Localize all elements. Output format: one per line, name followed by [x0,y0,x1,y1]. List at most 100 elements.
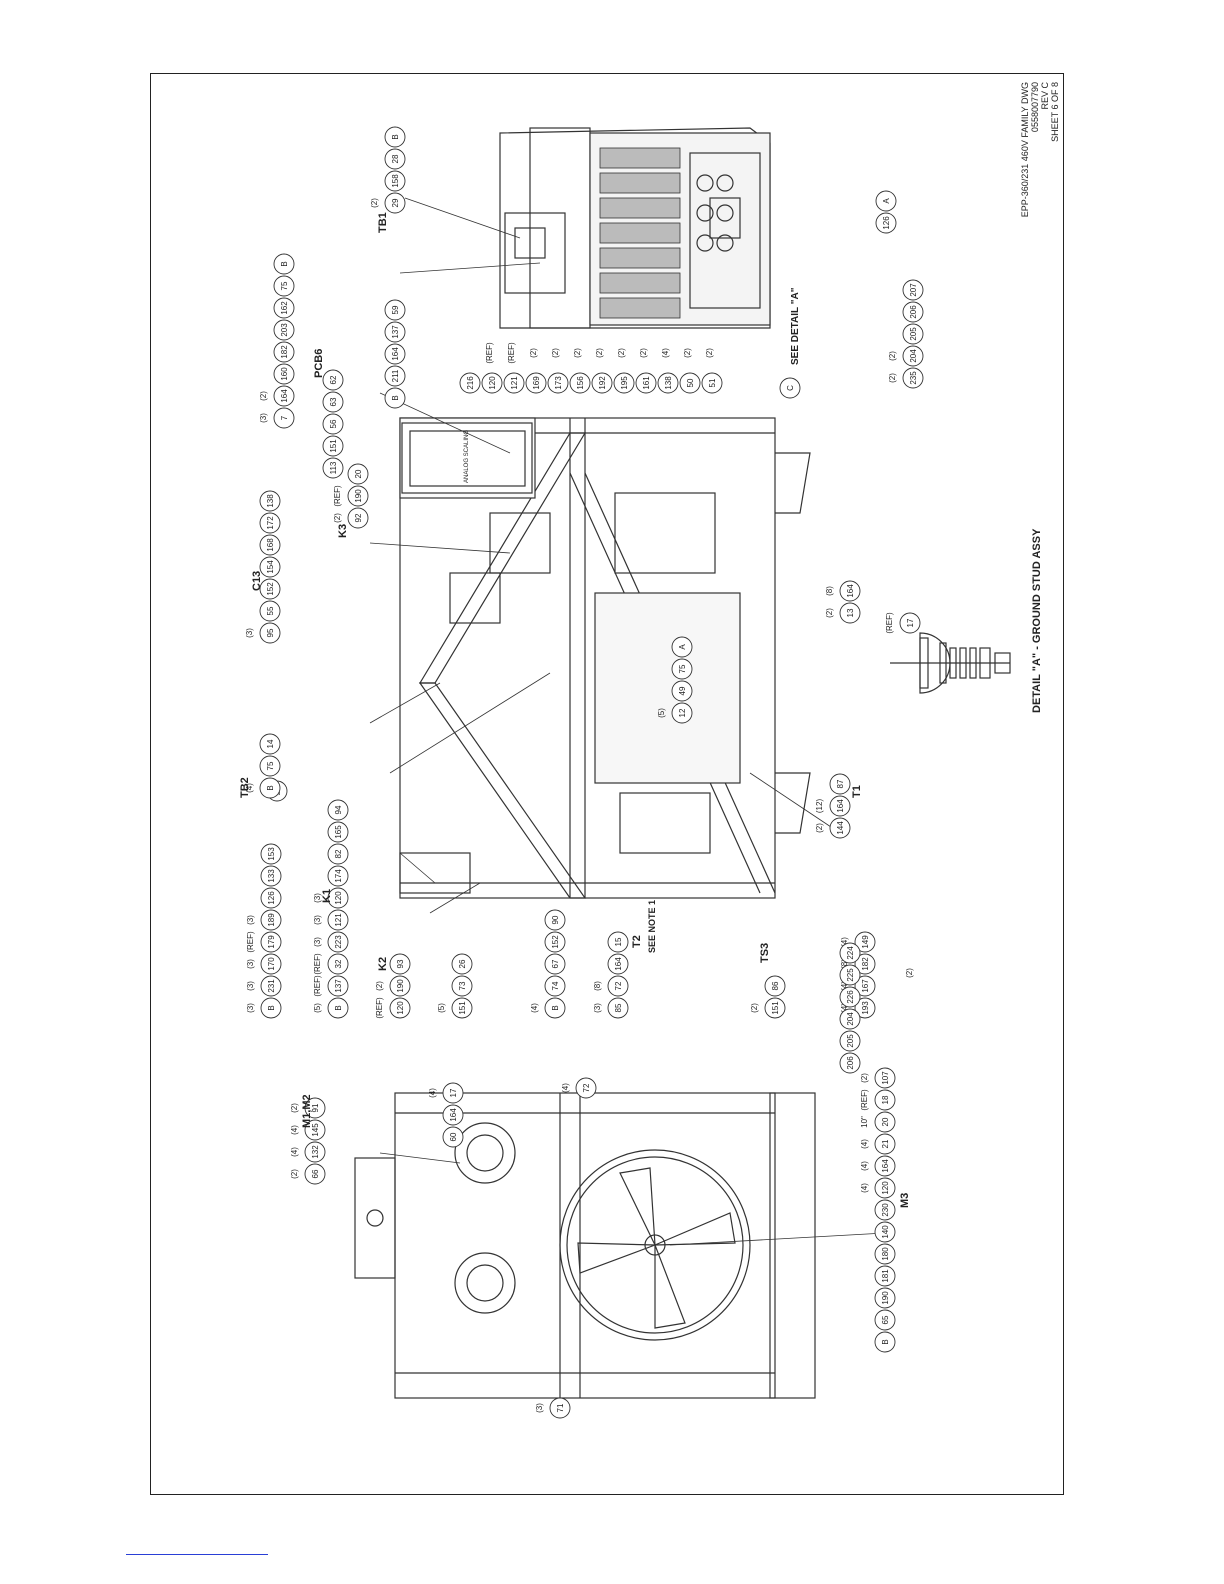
label-k2: K2 [377,957,389,971]
callout-k3: 190 [354,489,363,503]
callout-bubble [854,953,876,975]
callout-quantity: (5) [313,1003,322,1013]
callout-bubble [451,997,473,1019]
callout-bubble [347,485,369,507]
label-detail-a: DETAIL "A" - GROUND STUD ASSY [1031,528,1043,713]
callout-bubble [839,964,861,986]
callout-right-stack: 161 [642,376,651,390]
callout-quantity: (3) [535,1403,544,1413]
callout-detail_row: 204 [909,349,918,363]
callout-m1m2: 66 [311,1169,320,1178]
callout-detail_parts: 226 [846,990,855,1004]
callout-row_17: 60 [449,1132,458,1141]
callout-quantity: (2) [573,348,582,358]
label-m1m2: M1,M2 [301,1094,313,1128]
callout-detail_parts: 206 [846,1056,855,1070]
callout-detail_row: 207 [909,283,918,297]
callout-quantity: (2) [825,608,834,618]
callout-bubble [575,1077,597,1099]
callout-a_126: A [882,198,891,204]
callout-bubble [259,490,281,512]
callout-row_b231: B [267,1005,276,1010]
callout-quantity: (2) [617,348,626,358]
callout-bubble [384,170,406,192]
callout-right-stack: 156 [576,376,585,390]
callout-bubble [839,602,861,624]
callout-t2: B [551,1005,560,1010]
callout-quantity: (3) [313,915,322,925]
callout-detail_row: 206 [909,305,918,319]
callout-row_151: 73 [458,981,467,990]
label-m3: M3 [899,1193,911,1208]
callout-quantity: (3) [246,1003,255,1013]
callout-t2: 67 [551,959,560,968]
callout-bubble [384,299,406,321]
label-c13: C13 [251,571,263,591]
callout-quantity: (2) [551,348,560,358]
callout-bubble [613,372,635,394]
callout-quantity: (2) [333,513,342,523]
callout-bubble [829,795,851,817]
callout-bubble [322,413,344,435]
callout-bubble [544,931,566,953]
callout-b211: 59 [391,305,400,314]
callout-quantity: (2) [683,348,692,358]
callout-bubble [591,372,613,394]
callout-bubble [384,126,406,148]
callout-quantity: (2) [290,1103,299,1113]
callout-right-stack: 50 [686,378,695,387]
callout-bubble [259,622,281,644]
callout-bubble [525,372,547,394]
callout-pcb6: 56 [329,419,338,428]
callout-bubble [304,1119,326,1141]
callout-row_bottom: 18 [881,1095,890,1104]
callout-row_13: 164 [846,584,855,598]
top-view-panel [499,127,771,329]
callout-k1: 174 [334,869,343,883]
callout-t2: 90 [551,915,560,924]
callout-k1: B [334,1005,343,1010]
callout-bubble [260,865,282,887]
callout-quantity: (2) [750,1003,759,1013]
callout-bubble [273,275,295,297]
callout-bubble [874,1133,896,1155]
callout-top7: 75 [280,281,289,290]
callout-bubble [327,821,349,843]
callout-bubble [259,777,281,799]
callout-row_12: 75 [678,664,687,673]
callout-bubble [544,975,566,997]
callout-bubble [899,612,921,634]
callout-bubble [671,680,693,702]
callout-bubble [569,372,591,394]
callout-tb1: 29 [391,198,400,207]
callout-bubble [544,909,566,931]
callout-bubble [459,372,481,394]
callout-k1: 82 [334,849,343,858]
callout-bubble [635,372,657,394]
callout-bubble [273,297,295,319]
callout-t1: 87 [836,779,845,788]
footer-link-underline[interactable] [126,1554,268,1555]
callout-bubble [259,578,281,600]
callout-quantity: (3) [593,1003,602,1013]
callout-bubble [304,1097,326,1119]
callout-row_bottom: B [881,1339,890,1344]
callout-row_bottom: 181 [881,1269,890,1283]
callout-row_151: 151 [458,1001,467,1015]
callout-bubble [839,986,861,1008]
callout-bubble [304,1163,326,1185]
callout-b211: 164 [391,347,400,361]
callout-bubble [304,1141,326,1163]
callout-bubble [657,372,679,394]
callout-row_b231: 179 [267,935,276,949]
callout-bubble [874,1221,896,1243]
callout-quantity: (12) [815,799,824,814]
callout-bubble [549,1397,571,1419]
callout-quantity: (2) [259,391,268,401]
callout-quantity: (2) [860,1073,869,1083]
callout-quantity: (2) [375,981,384,991]
callout-quantity: (2) [290,1169,299,1179]
left-view [354,1092,816,1399]
callout-bubble [764,975,786,997]
callout-row_71: 71 [556,1403,565,1412]
